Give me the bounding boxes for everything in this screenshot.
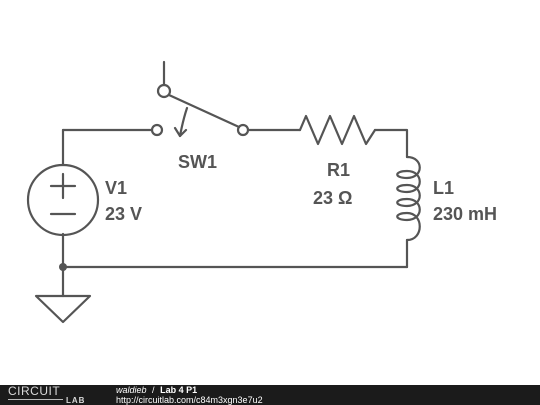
footer-bar: CIRCUIT LAB waldieb / Lab 4 P1 http://ci… [0, 385, 540, 405]
plus-icon [49, 172, 77, 200]
ground-icon [34, 294, 92, 324]
inductor-value: 230 mH [433, 204, 497, 224]
circuit-schematic: SW1 V1 23 V R1 23 Ω L1 230 mH [26, 60, 497, 324]
logo-divider [8, 399, 63, 400]
inductor-l1[interactable] [396, 155, 421, 242]
wire-resistor-to-inductor [373, 128, 409, 159]
logo-text-top: CIRCUIT [8, 384, 61, 398]
voltage-source-v1[interactable] [26, 163, 100, 237]
circuit-title[interactable]: Lab 4 P1 [160, 385, 198, 395]
inductor-label: L1 [433, 178, 454, 198]
circuit-url[interactable]: http://circuitlab.com/c84m3xgn3e7u2 [116, 395, 263, 405]
circuit-meta: waldieb / Lab 4 P1 [116, 385, 197, 395]
author-link[interactable]: waldieb [116, 385, 147, 395]
source-value: 23 V [105, 204, 142, 224]
circuitlab-logo[interactable]: CIRCUIT LAB [8, 385, 108, 405]
source-label: V1 [105, 178, 127, 198]
switch-sw1[interactable] [150, 60, 250, 138]
resistor-value: 23 Ω [313, 188, 352, 208]
arrow-down-icon [178, 106, 189, 138]
logo-text-bottom: LAB [66, 396, 86, 405]
resistor-label: R1 [327, 160, 350, 180]
junction-dot [59, 263, 67, 271]
resistor-r1[interactable] [298, 114, 377, 146]
separator: / [152, 385, 155, 395]
switch-label: SW1 [178, 152, 217, 172]
